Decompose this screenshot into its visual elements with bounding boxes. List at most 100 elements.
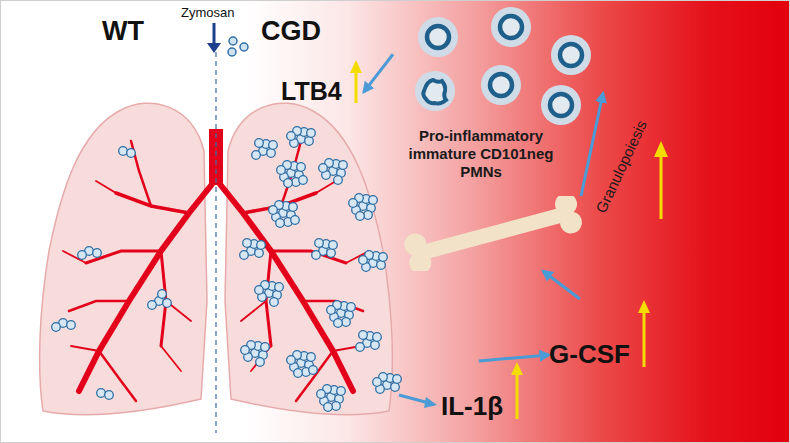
neutrophil (299, 176, 308, 185)
arrow-head (638, 300, 650, 313)
neutrophil (305, 137, 314, 146)
neutrophil (309, 366, 318, 375)
neutrophil (78, 251, 87, 260)
neutrophil (359, 331, 368, 340)
neutrophil (257, 241, 266, 250)
neutrophil (319, 164, 328, 173)
neutrophil (294, 369, 303, 378)
neutrophil (127, 149, 136, 158)
zymosan-arrow (207, 23, 248, 56)
neutrophil (267, 149, 276, 158)
neutrophil (163, 299, 172, 308)
neutrophil (337, 387, 346, 396)
neutrophil (356, 212, 365, 221)
neutrophil (270, 298, 279, 307)
neutrophil (364, 211, 373, 220)
neutrophil (148, 301, 157, 310)
neutrophil (307, 129, 316, 138)
neutrophil (369, 196, 378, 205)
arrow-shaft (354, 71, 357, 103)
neutrophil (243, 239, 252, 248)
neutrophil (373, 333, 382, 342)
cell-body (541, 85, 581, 125)
cell-body (481, 65, 521, 105)
neutrophil (349, 199, 358, 208)
pmn-cells (393, 5, 603, 127)
up-arrow (348, 59, 364, 105)
neutrophil (287, 356, 296, 365)
neutrophil (269, 206, 278, 215)
neutrophil (93, 249, 102, 258)
neutrophil (342, 318, 351, 327)
divider-line (215, 43, 216, 433)
neutrophil (371, 341, 380, 350)
neutrophil (307, 353, 316, 362)
group-label: WT (102, 17, 144, 47)
neutrophil (315, 239, 324, 248)
cell-body (415, 71, 455, 111)
neutrophil (119, 147, 128, 156)
neutrophil (373, 378, 382, 387)
neutrophil (327, 249, 336, 258)
neutrophil (269, 141, 278, 150)
neutrophil (97, 389, 106, 398)
flow-arrow (581, 93, 603, 196)
neutrophil (339, 161, 348, 170)
bone-end (557, 209, 584, 236)
neutrophil (393, 375, 402, 384)
cell-nucleus (500, 16, 522, 38)
neutrophil (67, 321, 76, 330)
neutrophil (287, 132, 296, 141)
neutrophil-clusters (52, 127, 402, 412)
neutrophil (379, 253, 388, 262)
neutrophil (284, 179, 293, 188)
bone (402, 196, 585, 271)
neutrophil (332, 402, 341, 411)
neutrophil (297, 163, 306, 172)
neutrophil (324, 403, 333, 412)
node-text: LTB4 (281, 78, 342, 106)
neutrophil (256, 358, 265, 367)
neutrophil (252, 151, 261, 160)
stimulus-label: Zymosan (181, 5, 234, 20)
mediator-node: LTB4 (281, 59, 364, 105)
neutrophil (275, 283, 284, 292)
neutrophil (391, 383, 400, 392)
flow-arrow (364, 54, 393, 92)
cell-nucleus (427, 26, 449, 48)
node-text: G-CSF (549, 340, 630, 369)
cell-body (491, 7, 531, 47)
neutrophil (255, 286, 264, 295)
lung-to-il1b-arrow (399, 395, 437, 408)
neutrophil (334, 176, 343, 185)
neutrophil (291, 216, 300, 225)
neutrophil (105, 391, 114, 400)
flow-arrow (543, 271, 580, 299)
cell-body (551, 35, 591, 75)
neutrophil (276, 219, 285, 228)
up-arrow (509, 361, 525, 421)
neutrophil (317, 390, 326, 399)
cell-group: Pro-inflammatory immature CD101neg PMNs (393, 5, 603, 181)
neutrophil (334, 319, 343, 328)
neutrophil (327, 306, 336, 315)
node-text: Pro-inflammatory immature CD101neg PMNs (395, 127, 567, 181)
cell-body (418, 17, 458, 57)
neutrophil (356, 343, 365, 352)
cell-nucleus (490, 74, 512, 96)
mediator-node: G-CSF (549, 299, 652, 369)
node-text: Granulopoiesis (592, 117, 650, 215)
bone-shape (393, 196, 593, 271)
neutrophil (359, 256, 368, 265)
bone-shaft (416, 206, 571, 261)
granulopoiesis-up-arrow (654, 141, 668, 219)
group-label: CGD (261, 17, 321, 47)
neutrophil (261, 343, 270, 352)
neutrophil (377, 261, 386, 270)
up-arrow (636, 299, 652, 369)
cell-nucleus (550, 94, 572, 116)
neutrophil (347, 303, 356, 312)
arrow-shaft (516, 373, 519, 419)
